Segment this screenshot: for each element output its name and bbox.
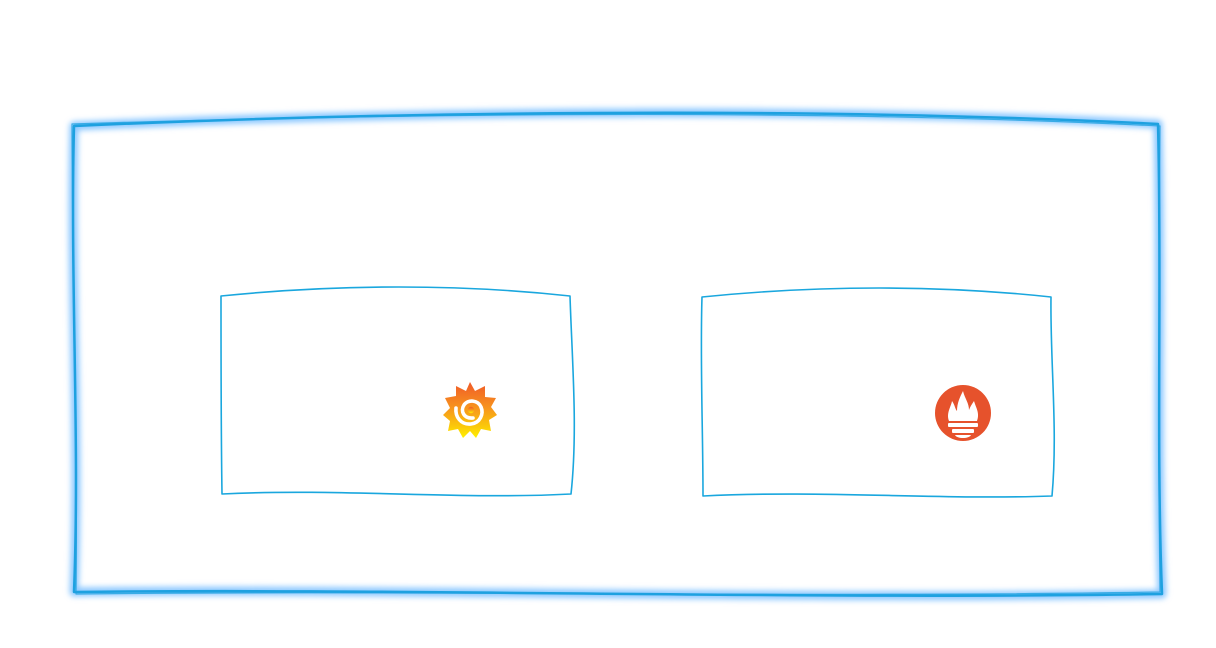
prometheus-node[interactable] bbox=[700, 287, 1056, 498]
grafana-icon-core bbox=[467, 406, 475, 414]
grafana-node-border bbox=[220, 286, 576, 497]
prometheus-icon bbox=[935, 385, 991, 441]
prometheus-icon-bar-1 bbox=[948, 423, 978, 427]
grafana-node[interactable] bbox=[220, 286, 576, 497]
prometheus-node-border bbox=[700, 287, 1056, 498]
outer-container bbox=[68, 108, 1167, 601]
outer-container-border-retrace bbox=[71, 113, 1161, 595]
grafana-icon bbox=[443, 382, 497, 438]
grafana-icon-spiral bbox=[454, 399, 484, 426]
prometheus-icon-base bbox=[955, 435, 971, 438]
prometheus-icon-bar-2 bbox=[952, 429, 974, 433]
prometheus-icon-flame bbox=[948, 391, 979, 421]
